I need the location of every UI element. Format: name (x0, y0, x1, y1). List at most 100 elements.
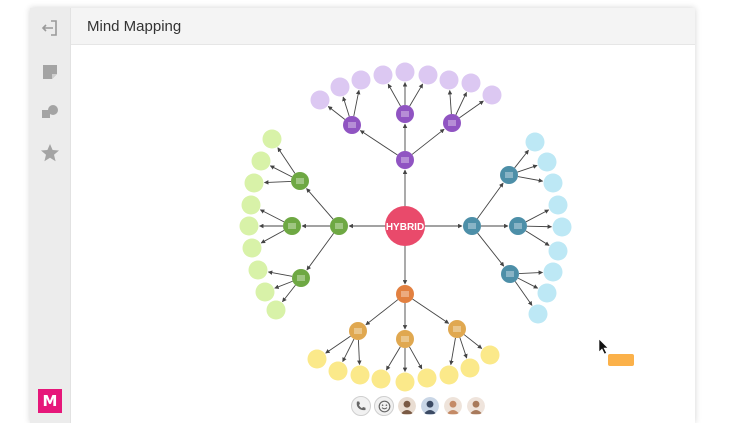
call-button[interactable] (351, 396, 371, 416)
edge-leaf-right-2-2 (526, 224, 553, 229)
app-logo[interactable]: M (38, 389, 62, 413)
edge-leaf-right-3-1 (518, 270, 544, 275)
favorites-button[interactable] (38, 141, 62, 165)
leaf-node-bottom-1-2[interactable] (328, 361, 348, 381)
edge-left-3 (306, 233, 335, 271)
leaf-node-top-2-2[interactable] (395, 62, 415, 82)
leaf-node-bottom-3-3[interactable] (480, 345, 500, 365)
leaf-node-top-3-1[interactable] (439, 70, 459, 90)
avatar-1[interactable] (397, 396, 417, 416)
leaf-node-right-3-2[interactable] (537, 283, 557, 303)
edge-right-3 (477, 232, 505, 267)
edge-leaf-right-2-3 (525, 230, 550, 246)
person-icon (398, 397, 416, 415)
edge-right-1 (476, 182, 504, 219)
leaf-node-right-1-1[interactable] (525, 132, 545, 152)
leaf-node-top-3-3[interactable] (482, 85, 502, 105)
leaf-node-top-2-1[interactable] (373, 65, 393, 85)
edge-leaf-top-2-1 (387, 83, 401, 107)
edge-leaf-top-1-1 (327, 106, 346, 120)
leaf-node-right-2-2[interactable] (552, 217, 572, 237)
leaf-node-right-1-2[interactable] (537, 152, 557, 172)
edge-leaf-left-1-1 (277, 147, 296, 174)
exit-button[interactable] (38, 16, 62, 40)
board-canvas[interactable]: HYBRID (71, 45, 695, 423)
leaf-node-bottom-3-2[interactable] (460, 358, 480, 378)
edge-bottom-3 (412, 298, 450, 324)
edge-leaf-bottom-1-1 (325, 335, 351, 354)
person-icon (444, 397, 462, 415)
emoji-icon (378, 400, 390, 412)
edge-leaf-top-3-3 (459, 100, 484, 119)
shapes-button[interactable] (38, 100, 62, 124)
leaf-node-left-3-3[interactable] (266, 300, 286, 320)
edge-leaf-right-3-2 (517, 277, 539, 289)
edge-leaf-bottom-3-3 (463, 334, 483, 349)
edge-top-1 (359, 130, 398, 156)
edge-top-3 (411, 128, 445, 155)
leaf-node-left-2-2[interactable] (239, 216, 259, 236)
sidebar: M (30, 8, 71, 423)
leaf-node-top-1-2[interactable] (330, 77, 350, 97)
edge-leaf-top-2-3 (409, 83, 424, 107)
app-window: M Mind Mapping HYBRID (30, 8, 695, 423)
leaf-node-bottom-1-3[interactable] (350, 365, 370, 385)
star-icon (41, 144, 59, 162)
leaf-node-bottom-2-1[interactable] (371, 369, 391, 389)
leaf-node-left-2-1[interactable] (241, 195, 261, 215)
person-icon (421, 397, 439, 415)
leaf-node-top-2-3[interactable] (418, 65, 438, 85)
center-node[interactable]: HYBRID (385, 206, 425, 246)
sticky-note-button[interactable] (38, 60, 62, 84)
leaf-node-right-1-3[interactable] (543, 173, 563, 193)
collaboration-bar (351, 396, 486, 418)
edge-leaf-right-3-3 (514, 281, 533, 306)
note-icon (43, 65, 57, 79)
leaf-node-left-1-2[interactable] (251, 151, 271, 171)
edge-leaf-bottom-3-1 (449, 337, 456, 366)
leaf-node-top-1-1[interactable] (310, 90, 330, 110)
leaf-node-top-1-3[interactable] (351, 70, 371, 90)
mind-map[interactable]: HYBRID (71, 45, 695, 423)
edge-leaf-left-3-3 (282, 284, 296, 303)
leaf-node-bottom-3-1[interactable] (439, 365, 459, 385)
sticky-note[interactable] (608, 354, 634, 366)
leaf-node-left-1-3[interactable] (244, 173, 264, 193)
center-node-label: HYBRID (386, 222, 424, 233)
leaf-node-right-3-3[interactable] (528, 304, 548, 324)
leaf-node-left-3-2[interactable] (255, 282, 275, 302)
leaf-node-top-3-2[interactable] (461, 73, 481, 93)
phone-icon (356, 401, 366, 411)
leaf-node-right-2-3[interactable] (548, 241, 568, 261)
center-node-shape[interactable] (385, 206, 425, 246)
edge-leaf-right-1-1 (514, 149, 529, 169)
edge-bottom-1 (365, 299, 399, 326)
leaf-node-left-2-3[interactable] (242, 238, 262, 258)
logo-letter: M (42, 392, 58, 410)
avatar-4[interactable] (466, 396, 486, 416)
leaf-node-bottom-2-3[interactable] (417, 368, 437, 388)
edge-leaf-left-2-1 (259, 209, 285, 223)
header: Mind Mapping (71, 8, 695, 45)
reactions-button[interactable] (374, 396, 394, 416)
leaf-node-right-2-1[interactable] (548, 195, 568, 215)
edge-leaf-right-1-2 (517, 164, 538, 173)
avatar-3[interactable] (443, 396, 463, 416)
mouse-cursor-icon (598, 338, 609, 355)
edge-leaf-left-1-2 (269, 165, 293, 178)
leaf-node-bottom-2-2[interactable] (395, 372, 415, 392)
leaf-node-bottom-1-1[interactable] (307, 349, 327, 369)
leaf-node-right-3-1[interactable] (543, 262, 563, 282)
edge-leaf-bottom-2-1 (386, 346, 401, 371)
edge-leaf-top-1-3 (353, 89, 361, 117)
page-title: Mind Mapping (87, 18, 182, 35)
exit-icon (41, 20, 57, 36)
avatar-2[interactable] (420, 396, 440, 416)
edge-leaf-left-3-2 (274, 280, 293, 289)
edge-leaf-bottom-2-3 (409, 346, 423, 370)
leaf-node-left-3-1[interactable] (248, 260, 268, 280)
edge-leaf-bottom-1-2 (342, 338, 355, 363)
person-icon (467, 397, 485, 415)
leaf-node-left-1-1[interactable] (262, 129, 282, 149)
edge-leaf-bottom-3-2 (459, 337, 468, 359)
